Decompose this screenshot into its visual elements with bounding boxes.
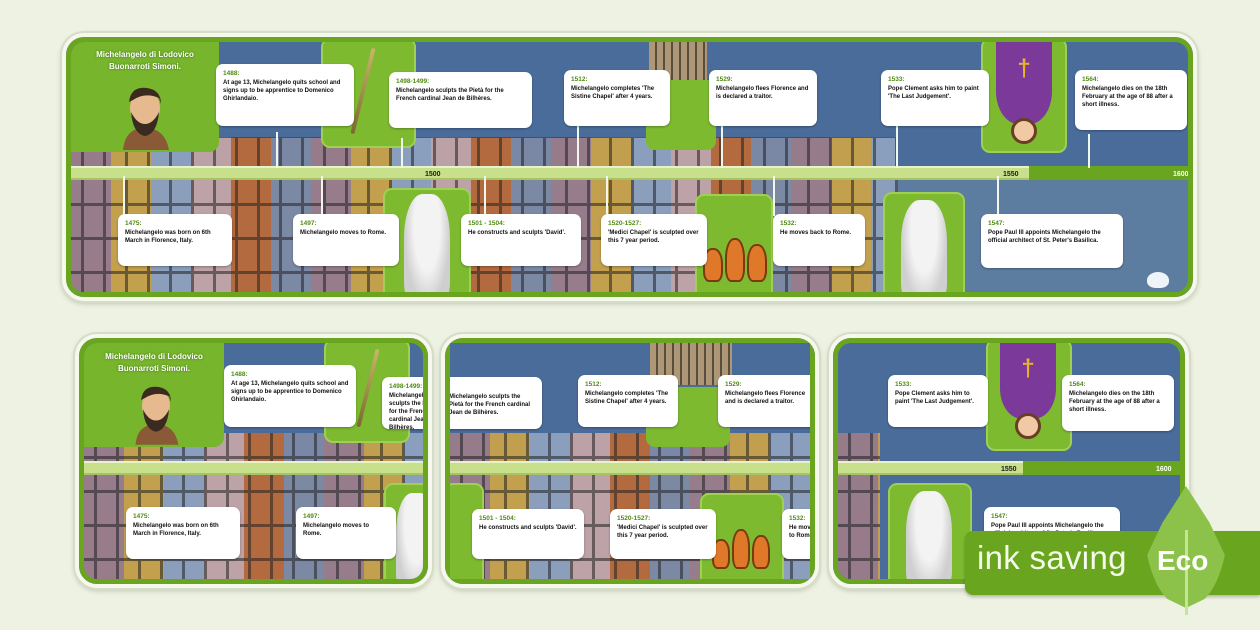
event-card-1498-cont: Michelangelo sculpts the Pietà for the F… <box>450 377 542 429</box>
event-card-1497: 1497: Michelangelo moves to Rome. <box>293 214 399 266</box>
stem <box>276 132 278 168</box>
pope-image: † <box>996 42 1052 144</box>
tick-1600: 1600 <box>1173 171 1189 178</box>
stem <box>321 176 323 222</box>
timeline-banner-full: Michelangelo di Lodovico Buonarroti Simo… <box>62 33 1197 301</box>
event-card-1475: 1475: Michelangelo was born on 6th March… <box>118 214 232 266</box>
stem <box>773 176 775 216</box>
tick-1550: 1550 <box>1001 466 1017 473</box>
portrait-image <box>123 87 169 150</box>
event-card-1529: 1529: Michelangelo flees Florence and is… <box>709 70 817 126</box>
stem <box>606 176 608 216</box>
event-card-1520: 1520-1527: 'Medici Chapel' is sculpted o… <box>610 509 716 559</box>
event-card-1532: 1532: He moves back to Rome. <box>773 214 865 266</box>
event-card-1533: 1533: Pope Clement asks him to paint 'Th… <box>888 375 988 427</box>
event-card-1564: 1564: Michelangelo dies on the 18th Febr… <box>1075 70 1187 130</box>
portrait-image <box>135 386 179 445</box>
pots-image <box>703 238 767 282</box>
dying-slave-statue-image <box>906 491 952 579</box>
stem <box>123 176 125 216</box>
event-card-1488: 1488: At age 13, Michelangelo quits scho… <box>224 365 356 427</box>
pope-image: † <box>1000 343 1056 439</box>
eco-label: Eco <box>1157 545 1209 576</box>
event-card-1501: 1501 - 1504: He constructs and sculpts '… <box>472 509 584 559</box>
event-card-1497: 1497: Michelangelo moves to Rome. <box>296 507 396 559</box>
stem <box>484 176 486 216</box>
timeline-bar-future <box>1023 461 1180 475</box>
david-statue-image <box>396 493 423 579</box>
stem <box>577 124 579 168</box>
banner-title: Michelangelo di Lodovico Buonarroti Simo… <box>105 352 203 373</box>
event-card-1533: 1533: Pope Clement asks him to paint 'Th… <box>881 70 989 126</box>
brand-logo-icon <box>1147 272 1169 288</box>
town-background <box>838 432 880 579</box>
event-card-1501: 1501 - 1504: He constructs and sculpts '… <box>461 214 581 266</box>
tick-1600: 1600 <box>1156 466 1172 473</box>
ink-saving-label: ink saving <box>977 539 1127 576</box>
event-card-1512: 1512: Michelangelo completes 'The Sistin… <box>564 70 670 126</box>
event-card-1532: 1532: He moves back to Rome. <box>782 509 810 559</box>
event-card-1520: 1520-1527: 'Medici Chapel' is sculpted o… <box>601 214 707 266</box>
stem <box>997 176 999 216</box>
stem <box>896 124 898 168</box>
timeline-bar <box>450 461 810 475</box>
banner-title: Michelangelo di Lodovico Buonarroti Simo… <box>96 50 194 71</box>
stem <box>401 138 403 168</box>
tick-1550: 1550 <box>1003 171 1019 178</box>
timeline-bar <box>84 461 423 475</box>
cross-icon: † <box>1021 354 1035 382</box>
pots-image <box>712 529 770 569</box>
title-tile: Michelangelo di Lodovico Buonarroti Simo… <box>71 42 219 152</box>
event-card-1475: 1475: Michelangelo was born on 6th March… <box>126 507 240 559</box>
pope-face <box>1011 118 1037 144</box>
timeline-bar-future <box>1029 166 1188 180</box>
title-tile: Michelangelo di Lodovico Buonarroti Simo… <box>84 343 224 447</box>
event-card-1498: 1498-1499: Michelangelo sculpts the Piet… <box>389 72 532 128</box>
timeline-section-2: Michelangelo sculpts the Pietà for the F… <box>441 334 819 588</box>
cross-icon: † <box>1017 54 1031 82</box>
timeline-bar: 1500 1550 1600 <box>71 166 1188 180</box>
stem <box>721 124 723 168</box>
david-statue-image <box>404 194 450 292</box>
event-card-1547: 1547: Pope Paul III appoints Michelangel… <box>981 214 1123 268</box>
timeline-bar: 1550 1600 <box>838 461 1180 475</box>
stem <box>1088 134 1090 168</box>
event-card-1564: 1564: Michelangelo dies on the 18th Febr… <box>1062 375 1174 431</box>
event-card-1529: 1529: Michelangelo flees Florence and is… <box>718 375 810 427</box>
timeline-section-3: † 1550 1600 1533: Pope Clement asks him … <box>829 334 1189 588</box>
event-card-1498: 1498-1499: Michelangelo sculpts the Piet… <box>382 377 423 431</box>
event-card-1488: 1488: At age 13, Michelangelo quits scho… <box>216 64 354 126</box>
leaf-vein <box>1185 530 1188 615</box>
dying-slave-statue-image <box>901 200 947 292</box>
event-card-1512: 1512: Michelangelo completes 'The Sistin… <box>578 375 678 427</box>
pope-face <box>1015 413 1041 439</box>
timeline-section-1: Michelangelo di Lodovico Buonarroti Simo… <box>75 334 432 588</box>
tick-1500: 1500 <box>425 171 441 178</box>
